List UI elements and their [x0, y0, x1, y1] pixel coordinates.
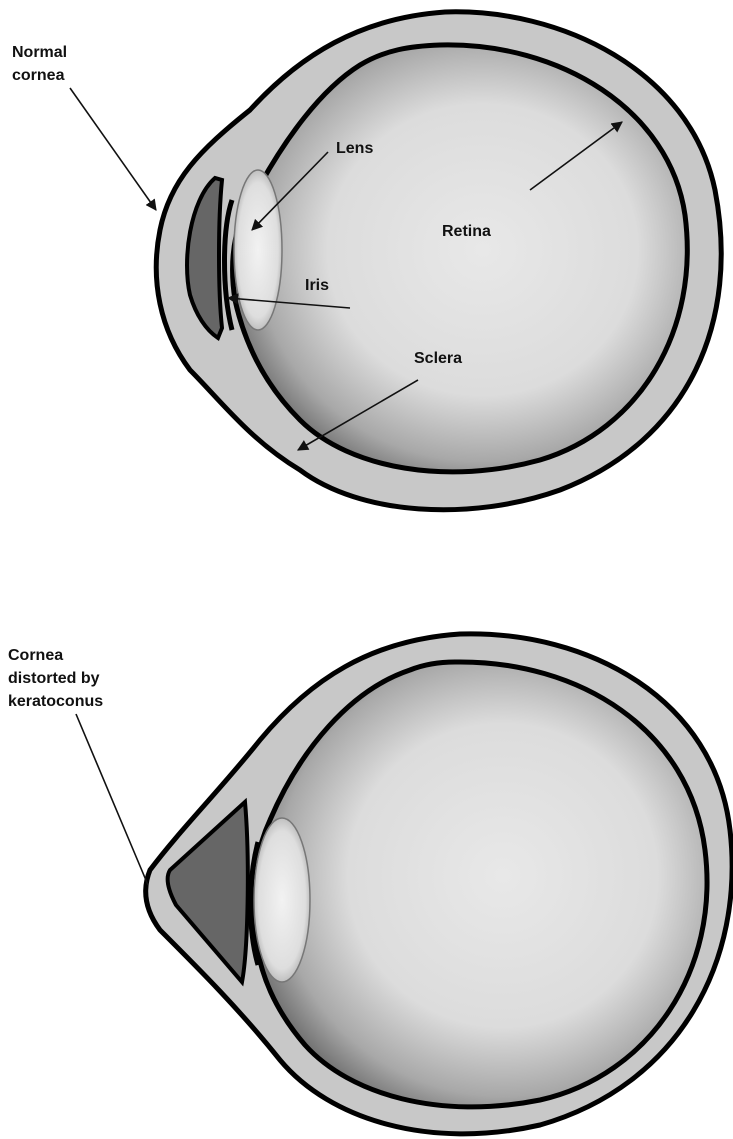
- bottom-labels: Cornea distorted by keratoconus: [8, 647, 148, 885]
- label-lens: Lens: [336, 140, 373, 157]
- keratoconus-eye: [146, 634, 732, 1134]
- leader-keratoconus: [76, 714, 148, 885]
- label-retina: Retina: [442, 223, 491, 240]
- label-distorted-line1: Cornea: [8, 647, 63, 664]
- label-sclera: Sclera: [414, 350, 462, 367]
- label-distorted-line3: keratoconus: [8, 693, 103, 710]
- label-normal-cornea-line1: Normal: [12, 44, 67, 61]
- leader-normal-cornea: [70, 88, 156, 210]
- label-distorted-line2: distorted by: [8, 670, 100, 687]
- lens-keratoconus: [254, 818, 310, 982]
- label-normal-cornea-line2: cornea: [12, 67, 65, 84]
- label-iris: Iris: [305, 277, 329, 294]
- normal-eye: [156, 12, 721, 510]
- lens-normal: [234, 170, 282, 330]
